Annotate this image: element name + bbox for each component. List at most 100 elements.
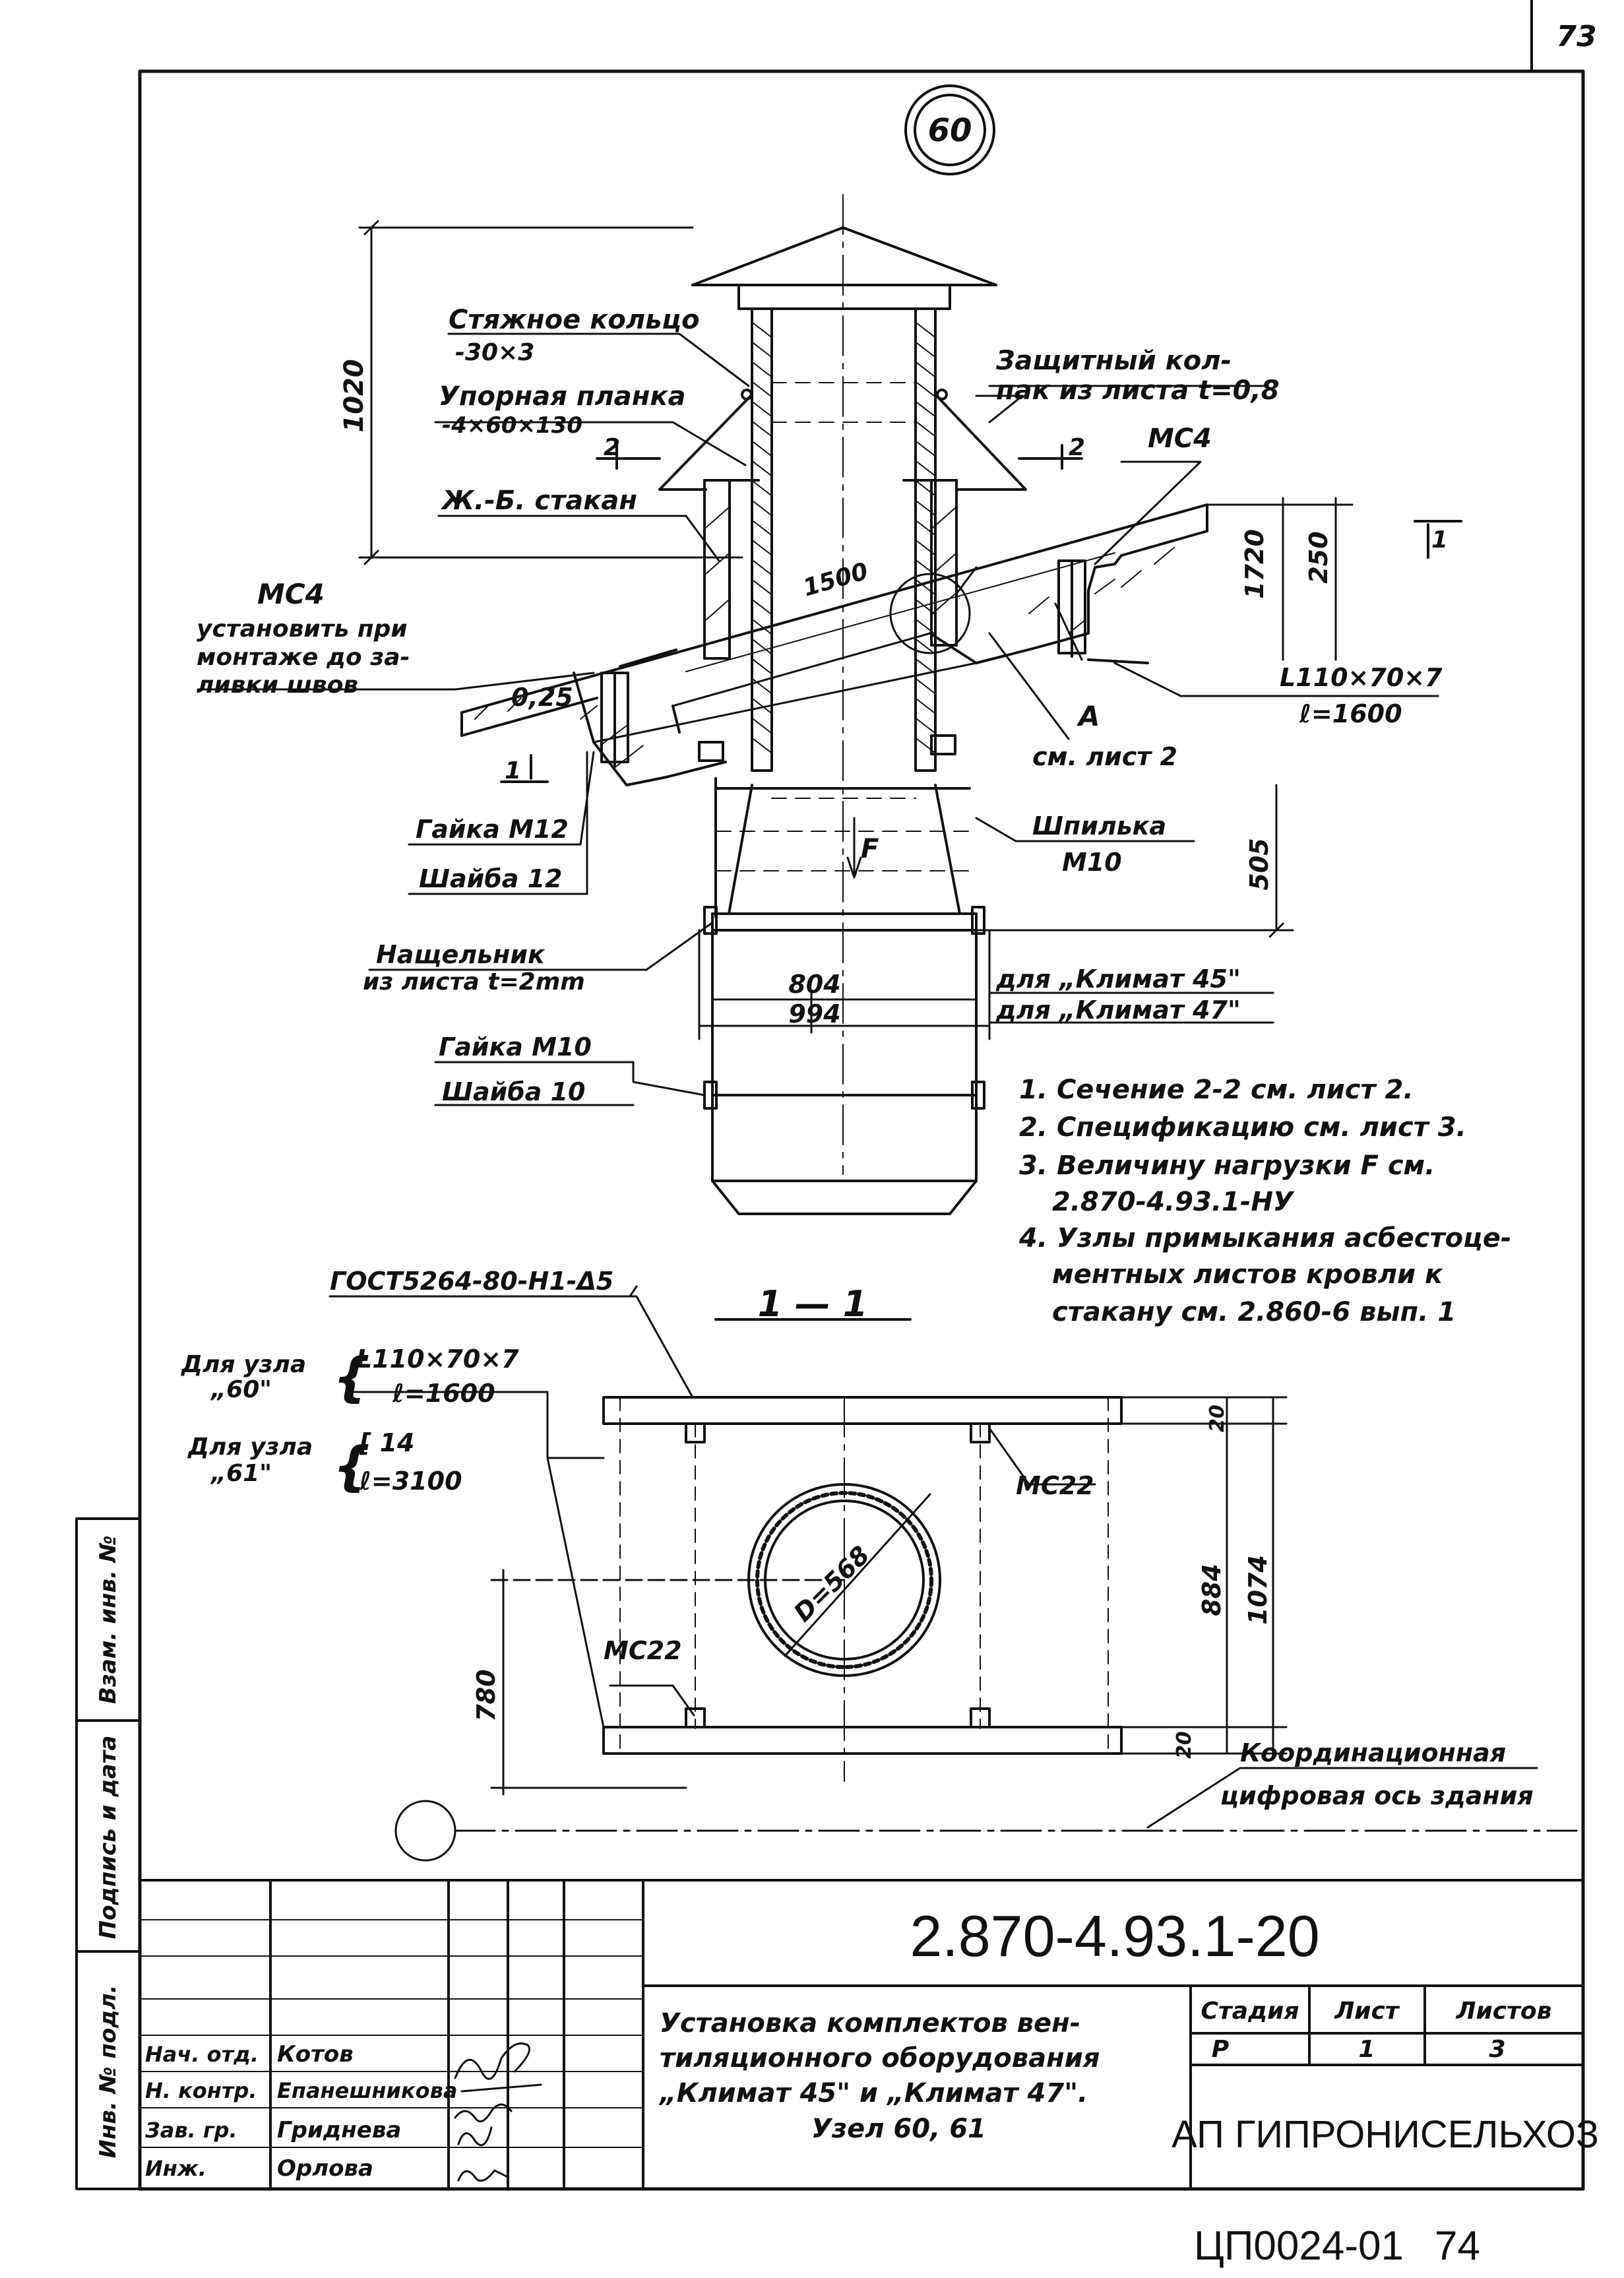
side-stamp-col1: Инв. № подл.	[95, 1984, 121, 2158]
label-detail-a: А	[1077, 700, 1100, 732]
text-layer: 73 60 Стяжное кольцо -30×3 Защитный кол-…	[95, 20, 1599, 2269]
label-node61-1: Для узла	[187, 1434, 313, 1461]
name-1: Епанешникова	[277, 2078, 457, 2103]
label-washer12: Шайба 12	[419, 864, 563, 893]
note-4c: стакану см. 2.860-6 вып. 1	[1052, 1297, 1456, 1327]
label-flashing1: Нащельник	[376, 940, 546, 969]
title-line4: Узел 60, 61	[811, 2114, 986, 2144]
side-stamp-col2: Подпись и дата	[95, 1736, 121, 1940]
top-cap	[691, 226, 997, 310]
label-angle-len: ℓ=1600	[1299, 699, 1402, 728]
label-mc4-note3: ливки швов	[197, 672, 358, 699]
node-number-badge	[904, 84, 995, 175]
dim-804: 804	[788, 970, 840, 999]
label-stud: Шпилька	[1032, 811, 1166, 840]
label-plate: Упорная планка	[439, 381, 686, 412]
brace-node61: {	[333, 1436, 371, 1497]
label-gost: ГОСТ5264-80-Н1-Δ5	[330, 1267, 613, 1296]
dimension-lines	[358, 220, 1354, 1040]
node-number: 60	[928, 112, 972, 149]
title-line1: Установка комплектов вен-	[660, 2008, 1080, 2039]
doc-code: 2.870-4.93.1-20	[910, 1903, 1319, 1969]
sheets-value: 3	[1489, 2036, 1505, 2063]
dim-1720: 1720	[1240, 529, 1269, 599]
note-4b: ментных листов кровли к	[1052, 1259, 1443, 1290]
label-mc22-left: МС22	[604, 1636, 682, 1665]
label-force: F	[861, 834, 879, 864]
label-axis1: Координационная	[1240, 1738, 1506, 1767]
stage-value: Р	[1212, 2036, 1229, 2063]
label-mc4-left: МС4	[257, 578, 325, 610]
label-section-1-left: 1	[505, 757, 521, 784]
mc4-left-anchor	[600, 672, 629, 767]
label-flashing2: из листа t=2mm	[363, 968, 585, 996]
note-1: 1. Сечение 2-2 см. лист 2.	[1019, 1075, 1414, 1105]
label-stud-size: М10	[1062, 848, 1122, 877]
role-1: Н. контр.	[145, 2078, 257, 2103]
label-node61-profile: [ 14	[359, 1428, 414, 1457]
label-dim994-text: для „Климат 47"	[995, 996, 1241, 1025]
role-3: Инж.	[145, 2156, 206, 2181]
label-slope: 0,25	[511, 683, 573, 712]
label-node60-2: „60"	[210, 1376, 272, 1403]
dim-20-top: 20	[1206, 1405, 1229, 1432]
label-cap2: пак из листа t=0,8	[996, 375, 1280, 406]
roof-slab	[460, 503, 1208, 786]
note-2: 2. Спецификацию см. лист 3.	[1019, 1112, 1466, 1143]
sheets-header: Листов	[1456, 1998, 1552, 2025]
force-arrow	[846, 817, 862, 879]
dim-1020: 1020	[339, 359, 369, 432]
label-nut12: Гайка М12	[416, 815, 569, 844]
label-node60-len: ℓ=1600	[392, 1379, 495, 1408]
title-block	[139, 1879, 1584, 2190]
section-dimensions	[490, 1396, 1288, 1796]
section-1-1	[602, 1318, 1123, 1782]
label-nut10: Гайка М10	[439, 1032, 592, 1061]
section-title: 1 — 1	[758, 1283, 868, 1325]
label-node61-2: „61"	[210, 1460, 272, 1487]
role-0: Нач. отд.	[145, 2042, 259, 2067]
building-axis	[394, 1767, 1578, 1862]
label-section-2-right: 2	[1069, 434, 1085, 461]
mc4-right-anchor	[1057, 559, 1086, 658]
dim-diameter: D=568	[788, 1540, 875, 1628]
section-leaders	[328, 1285, 1096, 1728]
sheet-header: Лист	[1334, 1998, 1400, 2025]
dim-994: 994	[788, 999, 840, 1028]
label-angle: L110×70×7	[1280, 663, 1443, 692]
signatures	[454, 2042, 542, 2182]
organization: АП ГИПРОНИСЕЛЬХОЗ	[1171, 2113, 1599, 2156]
label-dim804-text: для „Климат 45"	[995, 965, 1241, 994]
label-mc4-note1: установить при	[197, 616, 408, 643]
vent-shaft	[751, 194, 937, 1175]
label-node61-len: ℓ=3100	[359, 1467, 462, 1496]
side-stamp	[75, 1517, 141, 2190]
label-node60-1: Для узла	[181, 1351, 306, 1378]
notes: 1. Сечение 2-2 см. лист 2. 2. Спецификац…	[1018, 1075, 1512, 1327]
fan-casing	[698, 734, 985, 1215]
label-cap: Защитный кол-	[995, 346, 1232, 376]
brace-node60: {	[333, 1346, 371, 1408]
label-plate-size: -4×60×130	[442, 412, 582, 439]
label-section-1-right: 1	[1431, 526, 1448, 554]
leader-lines-upper	[197, 332, 1439, 1106]
label-detail-a-ref: см. лист 2	[1032, 742, 1177, 771]
label-washer10: Шайба 10	[442, 1077, 586, 1106]
dim-780: 780	[472, 1669, 501, 1721]
stage-header: Стадия	[1201, 1998, 1299, 2025]
protective-cone	[658, 389, 1027, 491]
sheet-value: 1	[1358, 2036, 1375, 2063]
dim-250: 250	[1304, 531, 1333, 583]
detail-a-marker	[889, 573, 971, 654]
label-axis2: цифровая ось здания	[1220, 1781, 1534, 1810]
note-3: 3. Величину нагрузки F см.	[1019, 1151, 1435, 1181]
dim-20-bottom: 20	[1173, 1731, 1196, 1759]
name-0: Котов	[277, 2041, 354, 2068]
drawing-frame	[138, 69, 1585, 2191]
label-mc4-note2: монтаже до за-	[197, 644, 410, 671]
label-glass: Ж.-Б. стакан	[440, 486, 637, 516]
section-markers	[500, 444, 1462, 783]
label-section-2-left: 2	[604, 434, 620, 461]
page-number-top: 73	[1556, 20, 1596, 53]
